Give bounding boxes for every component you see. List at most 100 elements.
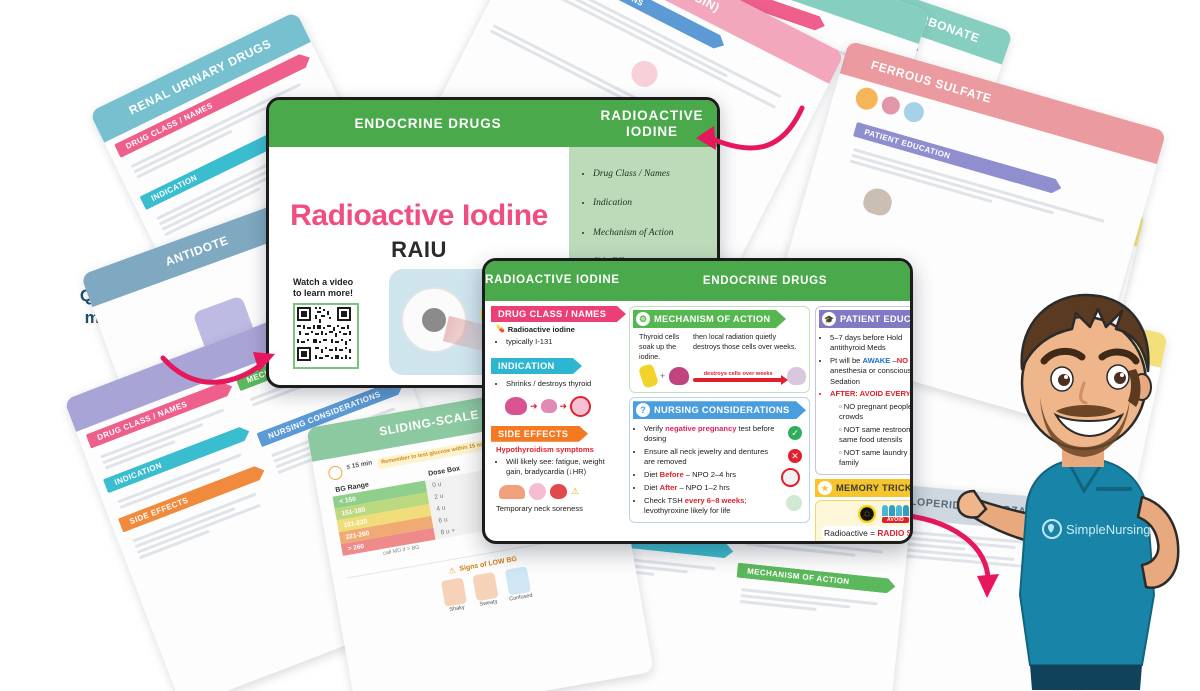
fatigue-icon [499, 484, 525, 499]
shaky-icon [441, 577, 468, 607]
qr-code[interactable] [293, 303, 359, 369]
heart-icon [550, 484, 567, 499]
drug-class-bullet: typically I-131 [506, 337, 620, 347]
section-banner-nursing: ? NURSING CONSIDERATIONS [633, 401, 806, 419]
topic-item: Drug Class / Names [593, 169, 711, 180]
avoid-badge: AVOID [882, 517, 909, 523]
clock-icon [327, 464, 344, 482]
simplenursing-mascot: SimpleNursing [956, 293, 1180, 690]
memory-line-prefix: Radioactive = [824, 528, 878, 538]
thyroid-icon [669, 367, 690, 386]
pill-icon: 💊 [496, 326, 505, 333]
memory-trick-block: ★ MEMORY TRICK [815, 479, 913, 544]
thyroid-shrink-illustration: ➜ ➜ [491, 395, 624, 417]
memory-trick-label: MEMORY TRICK [836, 483, 912, 493]
front-card-header-left: ENDOCRINE DRUGS [354, 116, 502, 131]
detail-card-header-left: RADIOACTIVE IODINE [485, 274, 620, 287]
low-bg-item: Confused [504, 566, 533, 603]
topic-item: Indication [593, 198, 711, 209]
indication-content: Shrinks / destroys thyroid [491, 374, 624, 394]
detail-column-middle: ⚙ MECHANISM OF ACTION Thyroid cells soak… [629, 306, 810, 538]
blood-drop-icon [879, 94, 902, 117]
education-subbullet: ▫ NOT same laundry as your family [839, 448, 910, 468]
confused-icon [504, 566, 532, 596]
qr-code-block[interactable]: Watch a video to learn more! [293, 277, 397, 369]
detail-column-right: 🎓 PATIENT EDUCATION 5–7 days before Hold… [815, 306, 913, 541]
iron-tablet-icon [853, 85, 881, 113]
mechanism-illustration: + destroys cells over weeks [633, 362, 806, 390]
front-card-header-right: RADIOACTIVE IODINE [600, 107, 704, 139]
education-subbullet: ▫ NO pregnant people NO crowds [839, 402, 913, 422]
section-banner-memory-trick: ★ MEMORY TRICK [815, 479, 913, 497]
education-bullet: Pt will be AWAKE –NO anesthesia or consc… [830, 356, 910, 387]
warning-icon: ⚠ [571, 486, 580, 496]
avoid-crowd-icon: AVOID [882, 505, 909, 523]
drug-abbreviation: RAIU [391, 237, 447, 262]
side-effects-illustration: ⚠ [491, 483, 624, 500]
no-food-icon [781, 468, 800, 488]
nursing-bullet: Verify negative pregnancy test before do… [644, 424, 804, 445]
mechanism-text-left: Thyroid cells soak up the iodine. [639, 332, 680, 362]
mechanism-label: MECHANISM OF ACTION [654, 314, 771, 324]
arrow-icon: ➜ [530, 400, 538, 411]
detail-column-left: DRUG CLASS / NAMES 💊 Radioactive iodine … [491, 306, 624, 538]
nursing-bullet: Check TSH every 6–8 weeks; levothyroxine… [644, 494, 804, 517]
sweaty-icon [472, 571, 499, 602]
memory-trick-box: AVOID Radioactive = RADIO SILENCE AVOID … [815, 500, 913, 544]
side-effects-content: Hypothyroidism symptoms Will likely see:… [491, 442, 624, 482]
section-banner-drug-class: DRUG CLASS / NAMES [491, 306, 626, 322]
warning-icon: ⚠ [447, 565, 457, 576]
mascot-shirt-logo: SimpleNursing [1066, 522, 1151, 537]
memory-trick-line: Radioactive = RADIO SILENCE [822, 526, 913, 540]
low-bg-item: Sweaty [472, 571, 500, 608]
thyroid-icon [505, 397, 527, 416]
mechanism-text-right: then local radiation quietly destroys th… [693, 332, 797, 352]
check-icon: ✓ [788, 426, 802, 441]
qr-caption-line2: to learn more! [293, 287, 354, 298]
nursing-content: Verify negative pregnancy test before do… [633, 419, 806, 516]
nursing-block: ? NURSING CONSIDERATIONS Verify negative… [629, 397, 810, 523]
side-effects-bullet: Will likely see: fatigue, weight gain, b… [506, 457, 620, 478]
drug-class-content: 💊 Radioactive iodine typically I-131 [491, 322, 624, 352]
mechanism-arrow-label: destroys cells over weeks [703, 370, 773, 377]
plus-icon: + [660, 371, 666, 382]
weight-gain-icon [529, 483, 546, 500]
indication-bullet: Shrinks / destroys thyroid [506, 379, 620, 389]
detail-card-header: RADIOACTIVE IODINE ENDOCRINE DRUGS [485, 261, 910, 301]
thyroid-icon-small [540, 399, 557, 414]
gear-icon: ⚙ [636, 312, 650, 326]
section-banner-indication: INDICATION [491, 358, 582, 374]
memory-trick-footer: AVOID EVERYONE [820, 543, 913, 544]
nursing-bullet: Ensure all neck jewelry and dentures are… [644, 447, 804, 468]
section-banner-patient-education: 🎓 PATIENT EDUCATION [819, 310, 913, 328]
thyroid-destroyed-icon [787, 367, 806, 386]
patient-education-label: PATIENT EDUCATION [840, 314, 911, 324]
qr-caption-line1: Watch a video [293, 276, 354, 287]
detail-card-header-right: ENDOCRINE DRUGS [702, 275, 828, 287]
education-bullet-avoid: AFTER: AVOID EVERYONE! [830, 389, 910, 399]
flashcard-detail-radioactive-iodine[interactable]: RADIOACTIVE IODINE ENDOCRINE DRUGS DRUG … [482, 258, 913, 544]
front-card-header: ENDOCRINE DRUGS RADIOACTIVE IODINE [269, 100, 717, 147]
mechanism-block: ⚙ MECHANISM OF ACTION Thyroid cells soak… [629, 306, 810, 394]
decorative-blob [627, 56, 662, 92]
graduation-cap-icon: 🎓 [822, 312, 836, 326]
qr-caption: Watch a video to learn more! [293, 277, 397, 300]
education-subbullet: ▫ NOT same restroom NOT same food utensi… [839, 425, 913, 445]
no-thyroid-icon [570, 395, 592, 417]
patient-education-block: 🎓 PATIENT EDUCATION 5–7 days before Hold… [815, 306, 913, 475]
drug-name: Radioactive iodine [507, 325, 575, 334]
topic-item: Mechanism of Action [593, 228, 711, 239]
radiation-trefoil-icon [858, 505, 876, 523]
question-icon: ? [636, 403, 650, 417]
patient-education-content: 5–7 days before Hold antithyroid Meds Pt… [819, 328, 913, 469]
drug-title: Radioactive Iodine [290, 199, 548, 232]
side-effects-footnote: Temporary neck soreness [496, 504, 583, 513]
iodine-capsule-icon [637, 363, 660, 390]
memory-line-accent: RADIO SILENCE [877, 528, 913, 538]
tsh-lab-icon [786, 494, 802, 511]
arrow-icon: ➜ [559, 400, 568, 411]
nursing-label: NURSING CONSIDERATIONS [654, 405, 790, 416]
education-bullet: 5–7 days before Hold antithyroid Meds [830, 333, 910, 354]
side-effects-lead: Hypothyroidism symptoms [496, 444, 594, 454]
